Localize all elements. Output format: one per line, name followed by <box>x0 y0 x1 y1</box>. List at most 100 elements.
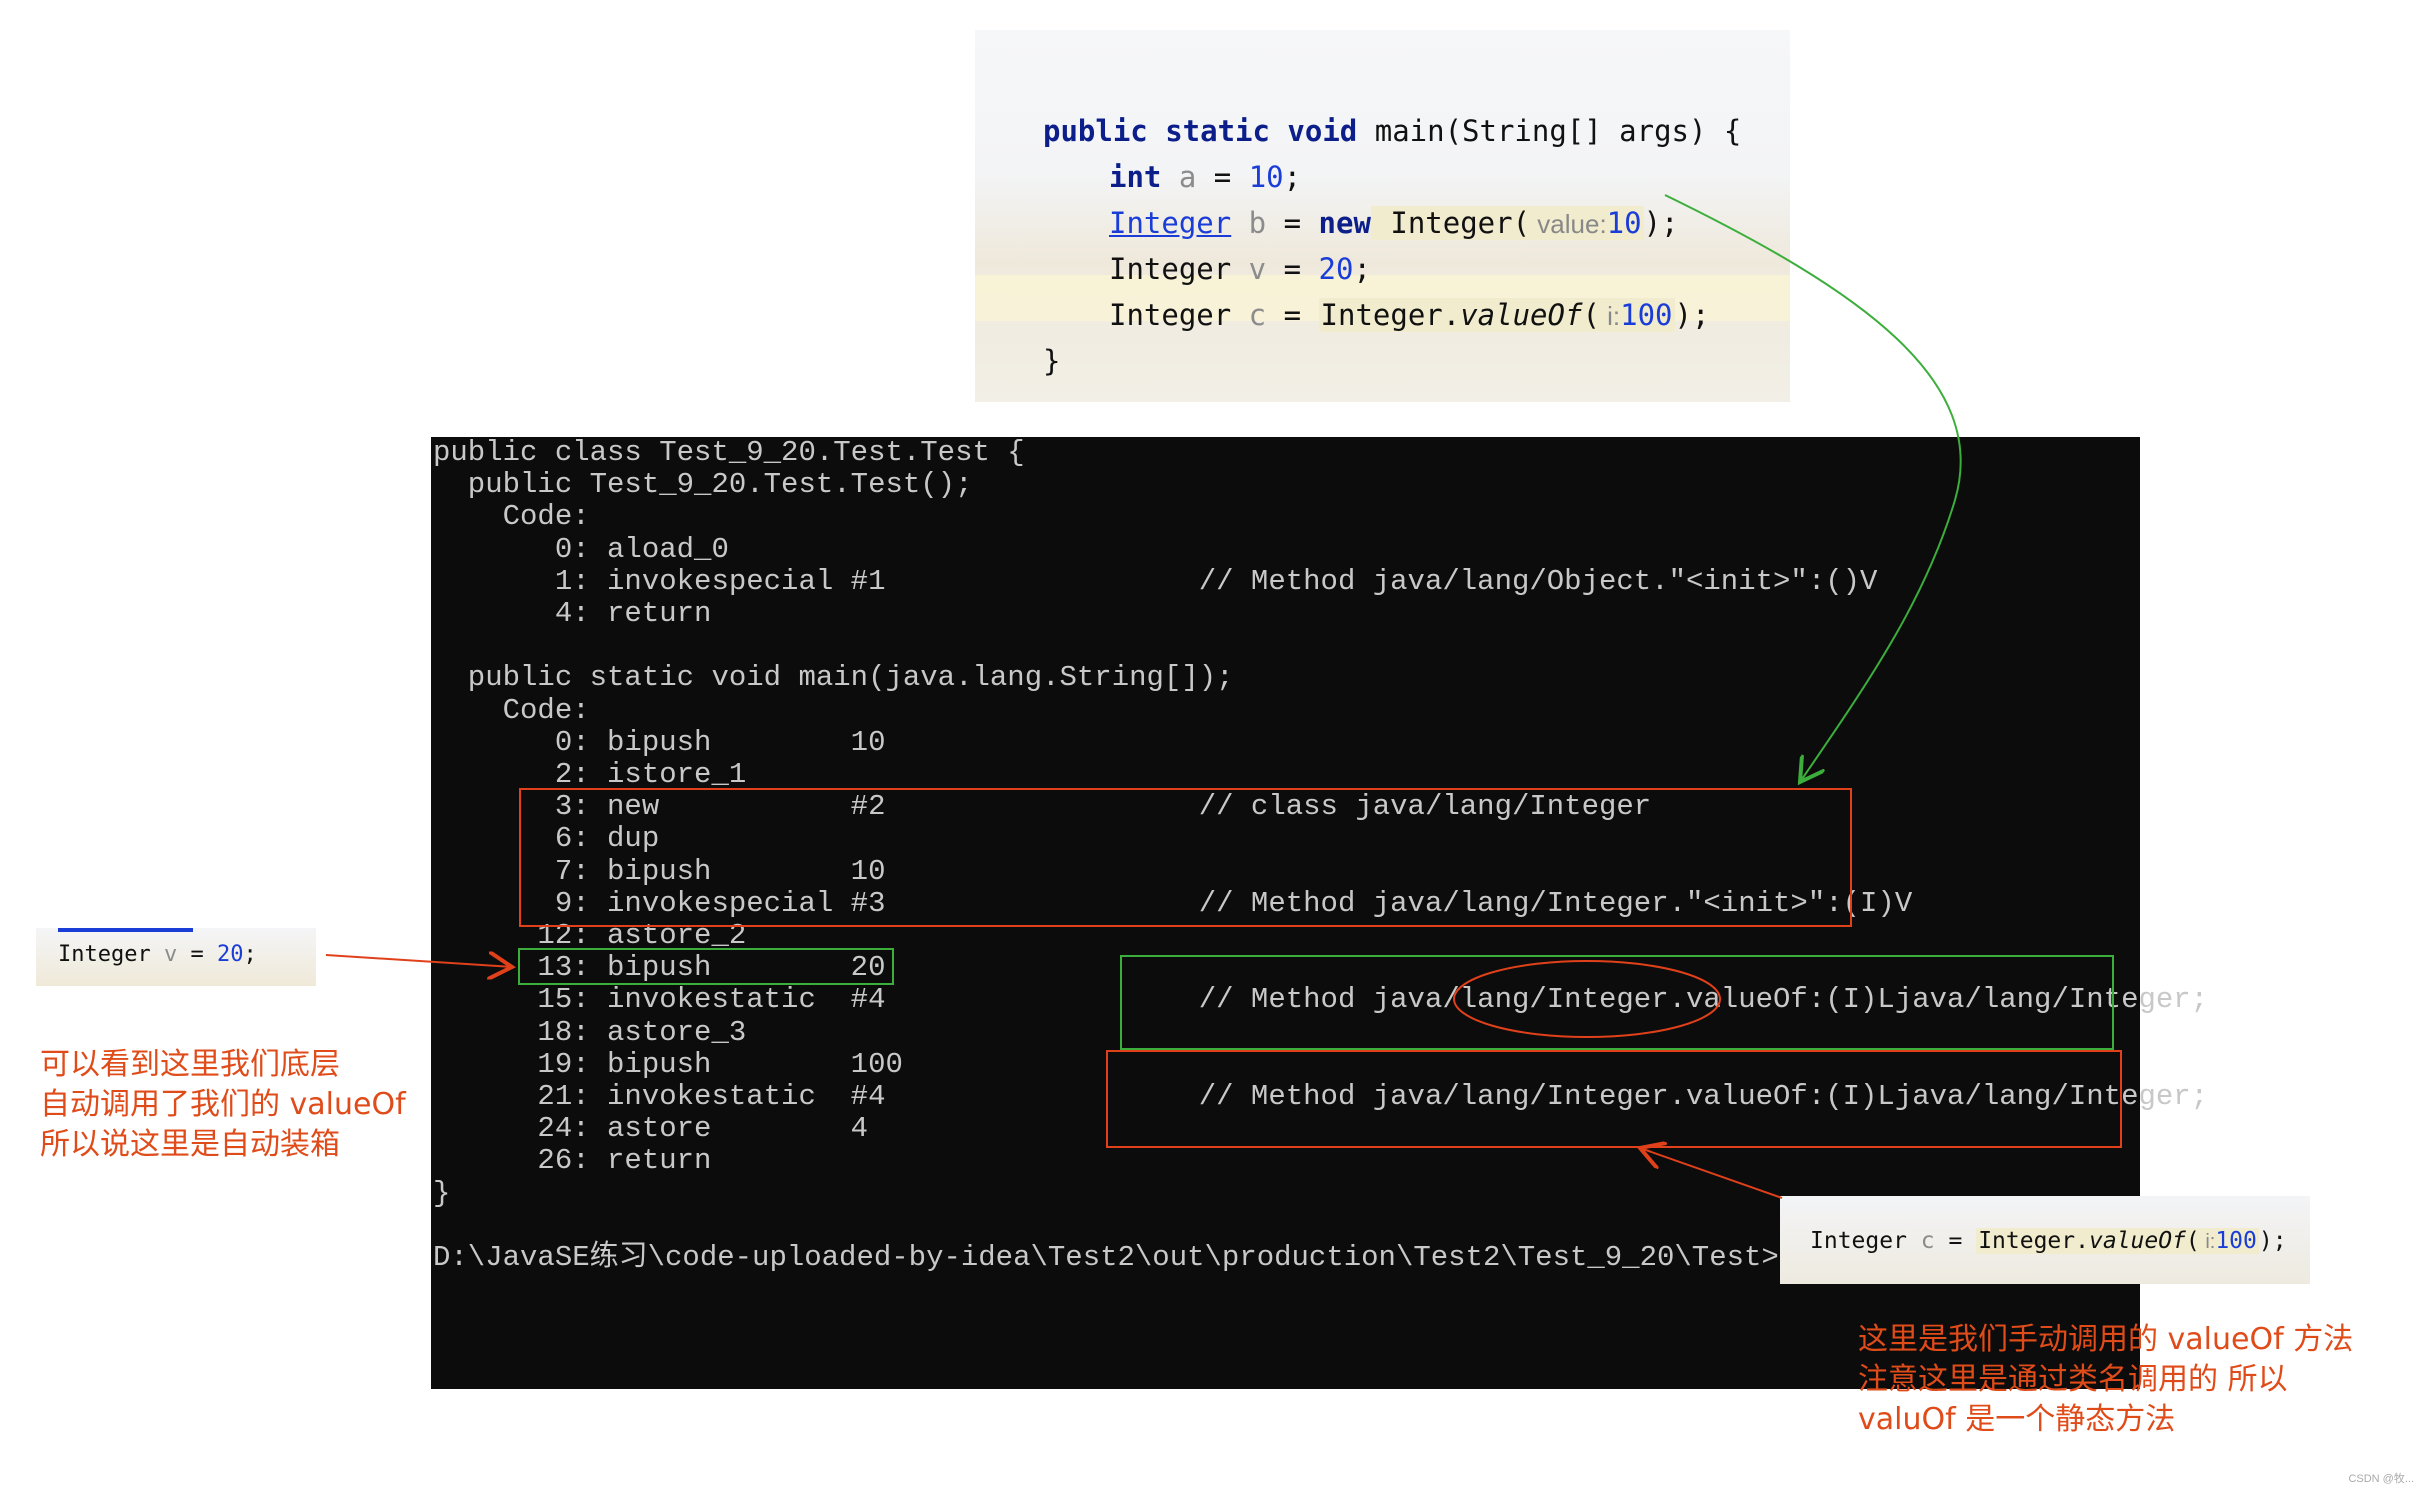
type-name: Integer <box>1810 1228 1907 1254</box>
parameter-hint: i: <box>1599 301 1621 331</box>
number-literal: 10 <box>1248 160 1284 194</box>
console-line: 21: invokestatic #4 // Method java/lang/… <box>433 1080 2209 1113</box>
code-line-3: Integer b = new Integer( value:10); <box>1109 200 1679 247</box>
code-text: ( <box>2185 1228 2200 1254</box>
code-text: = <box>1196 160 1249 194</box>
code-text: Integer. <box>1320 298 1461 332</box>
console-line: } <box>433 1176 451 1210</box>
console-line: 15: invokestatic #4 // Method java/lang/… <box>433 983 2209 1017</box>
number-literal: 20 <box>1318 252 1354 286</box>
variable: c <box>1906 1228 1935 1254</box>
console-line: 18: astore_3 <box>433 1015 747 1049</box>
console-line: public class Test_9_20.Test.Test { <box>433 436 1025 469</box>
console-line: 0: bipush 10 <box>433 725 886 759</box>
note-line: 可以看到这里我们底层 <box>40 1047 340 1082</box>
green-arrow-new-integer <box>1664 194 1962 782</box>
console-line: public static void main(java.lang.String… <box>433 661 1234 695</box>
code-text: = <box>1934 1228 1977 1254</box>
variable: c <box>1231 298 1267 332</box>
code-text: = <box>1266 252 1319 286</box>
variable: v <box>1231 252 1267 286</box>
red-arrow-integer-c <box>1640 1148 1783 1199</box>
parameter-hint: i: <box>2199 1231 2216 1253</box>
console-line: D:\JavaSE练习\code-uploaded-by-idea\Test2\… <box>433 1241 1779 1274</box>
new-integer-box <box>519 788 1852 927</box>
ide-snippet-integer-v: Integer v = 20; <box>36 928 316 986</box>
console-line: 4: return <box>433 597 712 630</box>
type-name: Integer <box>58 942 151 967</box>
manual-valueof-box <box>1106 1050 2122 1148</box>
code-text: Integer( <box>1372 206 1531 240</box>
watermark: CSDN @牧... <box>2348 1473 2414 1485</box>
type-name: Integer <box>1109 252 1232 286</box>
class-link[interactable]: Integer <box>1109 206 1232 240</box>
code-text: = <box>1266 206 1319 240</box>
code-text: ); <box>2258 1228 2287 1254</box>
note-auto-boxing: 可以看到这里我们底层 自动调用了我们的 valueOf 所以说这里是自动装箱 <box>40 1045 406 1165</box>
code-text: ; <box>243 942 257 967</box>
code-line-2: int a = 10; <box>1109 154 1301 200</box>
code-line-1: public static void main(String[] args) { <box>1043 108 1741 154</box>
console-line: 24: astore 4 <box>433 1112 869 1146</box>
parameter-hint: value: <box>1530 209 1607 239</box>
variable: v <box>150 942 178 967</box>
ide-snippet-integer-c: Integer c = Integer.valueOf( i:100); <box>1780 1196 2310 1284</box>
constructor-call: Integer( value:10 <box>1370 206 1644 240</box>
variable: a <box>1161 160 1197 194</box>
console-line: 26: return <box>433 1144 712 1178</box>
static-call: Integer.valueOf( i:100 <box>1318 298 1675 332</box>
note-manual-valueof: 这里是我们手动调用的 valueOf 方法 注意这里是通过类名调用的 所以 va… <box>1858 1320 2353 1440</box>
console-line: 1: invokespecial #1 // Method java/lang/… <box>433 564 1878 598</box>
code-line: Integer v = 20; <box>58 942 257 967</box>
underline-strip <box>58 928 193 932</box>
console-line: 2: istore_1 <box>433 758 747 791</box>
code-text: } <box>1043 344 1061 378</box>
code-text: Integer. <box>1978 1228 2089 1254</box>
code-line-6: } <box>1043 338 1060 384</box>
console-line: Code: <box>433 500 590 534</box>
console-line: 13: bipush 20 <box>433 951 886 985</box>
note-line: 所以说这里是自动装箱 <box>40 1127 340 1162</box>
code-text: = <box>1266 298 1319 332</box>
method-name: valueOf <box>2088 1228 2186 1254</box>
red-arrow-integer-v <box>325 955 512 967</box>
code-line-4: Integer v = 20; <box>1109 246 1371 292</box>
code-line-5: Integer c = Integer.valueOf( i:100); <box>1109 292 1709 339</box>
console-line: 6: dup <box>433 822 660 856</box>
type-name: Integer <box>1109 298 1232 332</box>
console-line: Code: <box>433 693 590 727</box>
code-text: ( <box>1582 298 1600 332</box>
code-text: main(String[] args) { <box>1357 114 1742 148</box>
code-text: ; <box>1353 252 1371 286</box>
note-line: 自动调用了我们的 valueOf <box>40 1087 406 1122</box>
number-literal: 20 <box>216 942 244 967</box>
keyword: int <box>1109 160 1162 194</box>
note-line: 这里是我们手动调用的 valueOf 方法 <box>1858 1322 2354 1357</box>
variable: b <box>1231 206 1267 240</box>
code-text: ); <box>1674 298 1710 332</box>
code-text: ; <box>1283 160 1302 194</box>
console-line: 19: bipush 100 <box>433 1047 903 1081</box>
static-call: Integer.valueOf( i:100 <box>1976 1228 2259 1254</box>
auto-valueof-box <box>1120 955 2114 1050</box>
method-name: valueOf <box>1460 298 1583 332</box>
ide-code-snippet-main: public static void main(String[] args) {… <box>975 30 1790 402</box>
keyword: new <box>1318 206 1371 240</box>
console-line: 12: astore_2 <box>433 919 747 952</box>
code-line: Integer c = Integer.valueOf( i:100); <box>1810 1228 2287 1254</box>
valueof-ellipse <box>1453 960 1721 1038</box>
console-line: 3: new #2 // class java/lang/Integer <box>433 790 1652 824</box>
console-line: 0: aload_0 <box>433 532 729 566</box>
code-text: = <box>177 942 217 967</box>
number-literal: 100 <box>1620 298 1673 332</box>
bipush-20-box <box>518 948 894 985</box>
number-literal: 10 <box>1606 206 1642 240</box>
keyword: public static void <box>1043 114 1358 148</box>
console-line: public Test_9_20.Test.Test(); <box>433 468 973 502</box>
code-text: ); <box>1643 206 1679 240</box>
note-line: 注意这里是通过类名调用的 所以 <box>1858 1362 2288 1397</box>
note-line: valuOf 是一个静态方法 <box>1858 1402 2176 1437</box>
console-line: 9: invokespecial #3 // Method java/lang/… <box>433 886 1913 920</box>
console-line: 7: bipush 10 <box>433 854 886 888</box>
